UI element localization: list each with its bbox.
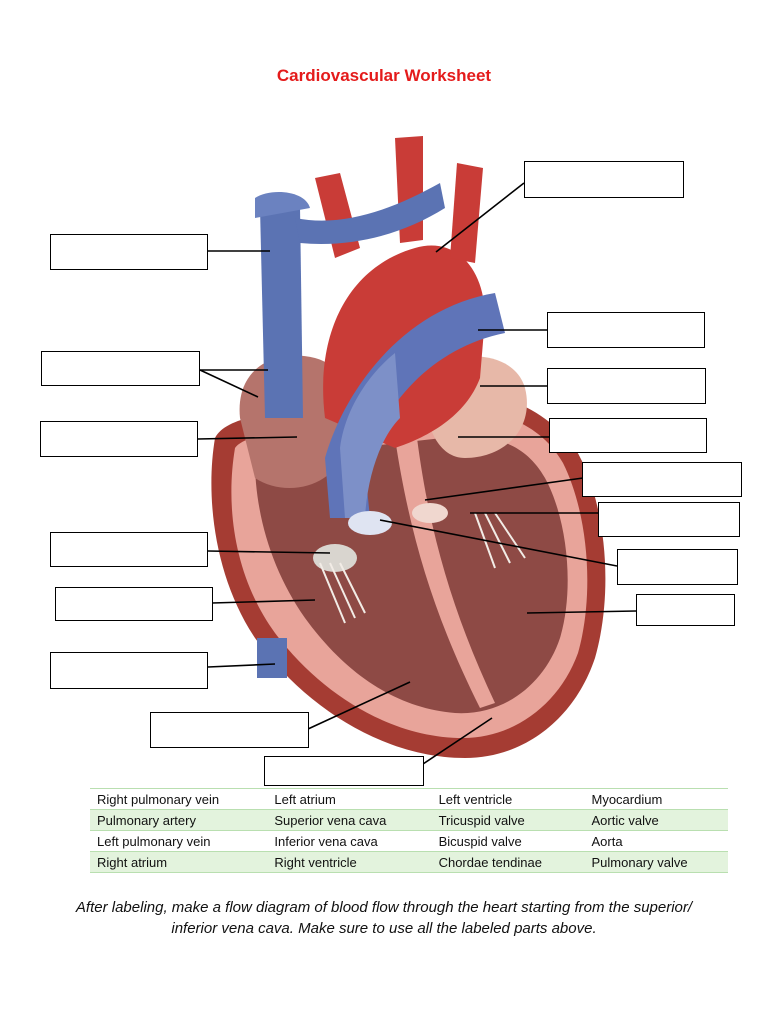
word-bank-term: Pulmonary artery <box>90 809 268 831</box>
heart-illustration <box>211 136 606 758</box>
word-bank-term: Right ventricle <box>267 851 432 873</box>
word-bank-row: Right atrium Right ventricle Chordae ten… <box>90 851 728 873</box>
word-bank-row: Pulmonary artery Superior vena cava Tric… <box>90 809 728 831</box>
label-box-aorta-arch[interactable] <box>524 161 684 198</box>
word-bank-term: Right pulmonary vein <box>90 788 268 810</box>
label-box-aortic-valve[interactable] <box>582 462 742 497</box>
page-title: Cardiovascular Worksheet <box>276 66 492 85</box>
word-bank-row: Left pulmonary vein Inferior vena cava B… <box>90 830 728 852</box>
instructions-text: After labeling, make a flow diagram of b… <box>75 899 693 937</box>
word-bank-term: Left ventricle <box>431 788 585 810</box>
label-box-bicuspid[interactable] <box>598 502 740 537</box>
word-bank-term: Chordae tendinae <box>431 851 585 873</box>
label-box-inferior-vena[interactable] <box>50 652 208 689</box>
label-box-right-ventricle[interactable] <box>150 712 309 748</box>
label-box-right-atrium[interactable] <box>40 421 198 457</box>
word-bank-table: Right pulmonary vein Left atrium Left ve… <box>90 788 728 873</box>
word-bank-term: Tricuspid valve <box>431 809 585 831</box>
label-box-chordae[interactable] <box>55 587 213 621</box>
label-box-pulmonary-artery[interactable] <box>547 312 705 348</box>
label-box-pulmonary-valve[interactable] <box>617 549 738 585</box>
word-bank-term: Left pulmonary vein <box>90 830 268 852</box>
word-bank-term: Aorta <box>584 830 728 852</box>
word-bank-term: Right atrium <box>90 851 268 873</box>
label-box-left-atrium[interactable] <box>549 418 707 453</box>
label-box-tricuspid[interactable] <box>50 532 208 567</box>
word-bank-term: Myocardium <box>584 788 728 810</box>
label-box-left-pulmonary[interactable] <box>547 368 706 404</box>
word-bank-term: Superior vena cava <box>267 809 432 831</box>
label-box-myocardium[interactable] <box>264 756 424 786</box>
label-box-left-ventricle[interactable] <box>636 594 735 626</box>
word-bank-term: Pulmonary valve <box>584 851 728 873</box>
word-bank-row: Right pulmonary vein Left atrium Left ve… <box>90 788 728 810</box>
word-bank-term: Aortic valve <box>584 809 728 831</box>
label-box-superior-left[interactable] <box>50 234 208 270</box>
label-box-right-pulmonary[interactable] <box>41 351 200 386</box>
word-bank-term: Inferior vena cava <box>267 830 432 852</box>
word-bank-term: Bicuspid valve <box>431 830 585 852</box>
word-bank-term: Left atrium <box>267 788 432 810</box>
